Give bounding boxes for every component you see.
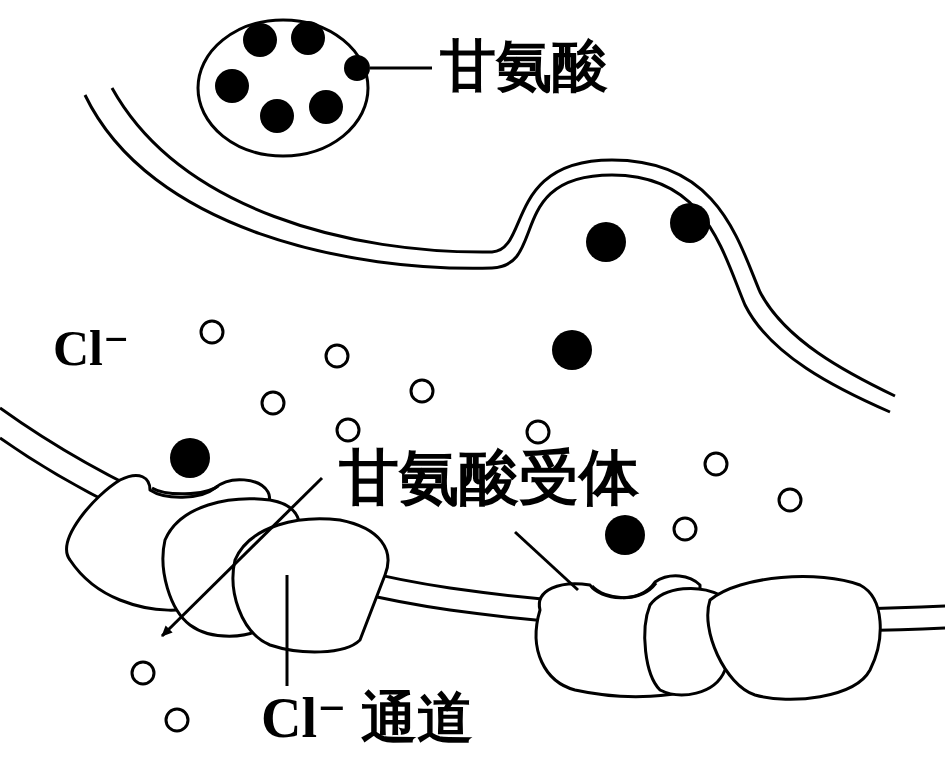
text-label: Cl⁻ — [50, 323, 132, 373]
leader-line — [515, 532, 578, 590]
text-label: 甘氨酸 — [437, 38, 611, 94]
leader-line — [286, 575, 289, 686]
glycine-receptor — [536, 576, 880, 699]
text-label: Cl⁻ 通道 — [258, 690, 476, 746]
leader-line — [370, 67, 432, 70]
presynaptic-membrane — [112, 88, 895, 396]
text-label: 甘氨酸受体 — [336, 448, 642, 508]
synaptic-vesicle — [198, 20, 368, 156]
ion-flow-arrow — [162, 478, 322, 636]
glycine-molecule — [170, 21, 710, 555]
chloride-ion — [132, 321, 801, 731]
